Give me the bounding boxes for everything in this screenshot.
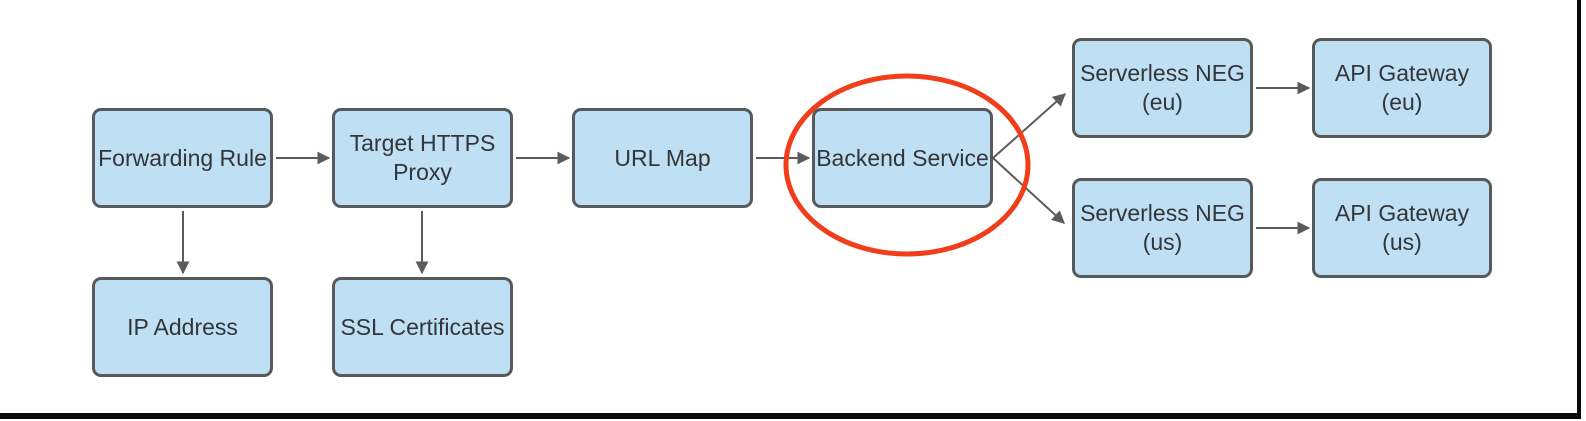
- frame-bottom-border: [0, 413, 1581, 419]
- node-forwarding-rule: Forwarding Rule: [92, 108, 273, 208]
- node-api-gateway-us: API Gateway (us): [1312, 178, 1492, 278]
- arrow-backend-service-to-serverless-neg-us: [992, 157, 1065, 224]
- node-ssl-certificates: SSL Certificates: [332, 277, 513, 377]
- arrow-backend-service-to-serverless-neg-eu: [992, 93, 1066, 159]
- node-url-map: URL Map: [572, 108, 753, 208]
- node-serverless-neg-us: Serverless NEG (us): [1072, 178, 1253, 278]
- node-api-gateway-eu: API Gateway (eu): [1312, 38, 1492, 138]
- node-serverless-neg-eu: Serverless NEG (eu): [1072, 38, 1253, 138]
- frame-right-border: [1577, 0, 1581, 419]
- node-ip-address: IP Address: [92, 277, 273, 377]
- node-backend-service: Backend Service: [812, 108, 993, 208]
- node-target-https-proxy: Target HTTPS Proxy: [332, 108, 513, 208]
